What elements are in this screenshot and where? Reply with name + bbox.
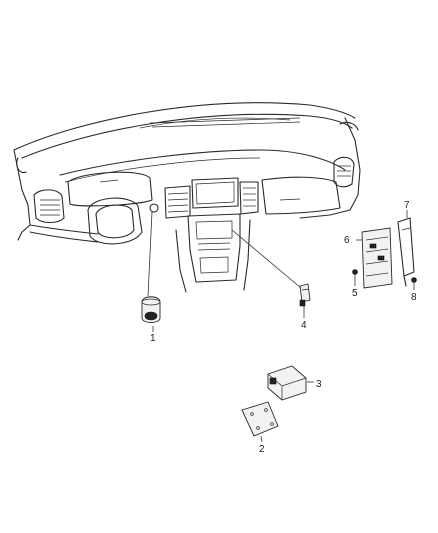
part-4-sensor bbox=[299, 283, 311, 307]
part-5-fastener bbox=[352, 269, 358, 275]
part-8-screw bbox=[411, 277, 417, 283]
instrument-panel bbox=[13, 102, 361, 293]
right-vent-louvers bbox=[337, 165, 351, 177]
part-3-module bbox=[267, 365, 307, 401]
part-7-bracket bbox=[397, 217, 415, 287]
center-right-vent-louvers bbox=[243, 187, 256, 207]
callout-2: 2 bbox=[259, 444, 265, 455]
leader-lines bbox=[147, 210, 415, 443]
callout-8: 8 bbox=[411, 292, 417, 303]
callout-7: 7 bbox=[404, 200, 410, 211]
part-2-bracket bbox=[241, 401, 279, 437]
callout-3: 3 bbox=[316, 379, 322, 390]
left-vent-louvers bbox=[40, 199, 60, 216]
callout-5: 5 bbox=[352, 288, 358, 299]
part-1-switch bbox=[141, 296, 161, 323]
center-left-vent-louvers bbox=[167, 192, 189, 213]
callout-1: 1 bbox=[150, 333, 156, 344]
callout-6: 6 bbox=[344, 235, 350, 246]
callout-4: 4 bbox=[301, 320, 307, 331]
part-6-module bbox=[361, 227, 393, 289]
